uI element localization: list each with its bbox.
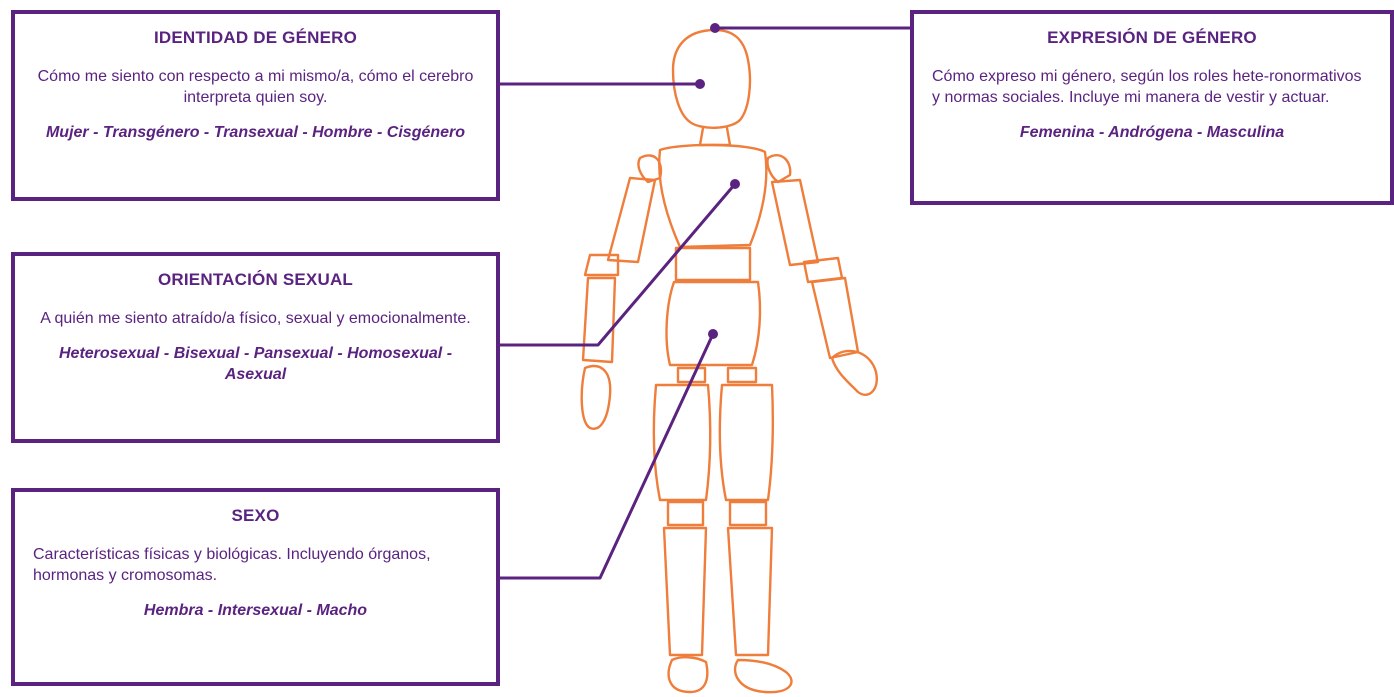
mannequin-left-shin <box>664 528 706 655</box>
mannequin-right-hip-joint <box>728 368 756 382</box>
mannequin-right-foot <box>735 660 791 692</box>
orientacion-examples: Heterosexual - Bisexual - Pansexual - Ho… <box>33 343 478 385</box>
connector-sexo-dot <box>708 329 718 339</box>
sexo-title: SEXO <box>33 506 478 526</box>
mannequin-right-shin <box>728 528 772 655</box>
mannequin-left-upper-arm <box>608 178 655 262</box>
mannequin-left-foot <box>669 657 708 692</box>
expresion-description: Cómo expreso mi género, según los roles … <box>932 66 1372 108</box>
mannequin-left-hand <box>582 366 611 429</box>
connector-identidad-dot <box>695 79 705 89</box>
expresion-de-genero-box: EXPRESIÓN DE GÉNERO Cómo expreso mi géne… <box>910 10 1394 205</box>
mannequin-head <box>673 30 750 128</box>
identidad-description: Cómo me siento con respecto a mi mismo/a… <box>33 66 478 108</box>
orientacion-sexual-box: ORIENTACIÓN SEXUAL A quién me siento atr… <box>11 252 500 443</box>
mannequin-left-knee <box>668 502 703 525</box>
mannequin-right-forearm <box>812 278 858 358</box>
mannequin-left-forearm <box>583 278 615 362</box>
identidad-title: IDENTIDAD DE GÉNERO <box>33 28 478 48</box>
connector-expresion-dot <box>710 23 720 33</box>
mannequin-neck <box>700 128 730 145</box>
sexo-description: Características físicas y biológicas. In… <box>33 544 478 586</box>
connector-orientacion-dot <box>730 179 740 189</box>
mannequin-waist <box>676 248 750 280</box>
mannequin-torso <box>659 145 766 247</box>
mannequin-right-thigh <box>720 385 773 500</box>
mannequin-pelvis <box>667 282 760 365</box>
identidad-examples: Mujer - Transgénero - Transexual - Hombr… <box>33 122 478 143</box>
sexo-box: SEXO Características físicas y biológica… <box>11 488 500 686</box>
mannequin-right-hand <box>832 351 877 395</box>
expresion-examples: Femenina - Andrógena - Masculina <box>932 122 1372 143</box>
identidad-de-genero-box: IDENTIDAD DE GÉNERO Cómo me siento con r… <box>11 10 500 201</box>
mannequin-right-upper-arm <box>772 180 818 265</box>
orientacion-title: ORIENTACIÓN SEXUAL <box>33 270 478 290</box>
expresion-title: EXPRESIÓN DE GÉNERO <box>932 28 1372 48</box>
connector-sexo <box>500 334 713 578</box>
mannequin-figure <box>582 30 877 692</box>
mannequin-right-knee <box>730 502 766 525</box>
orientacion-description: A quién me siento atraído/a físico, sexu… <box>33 308 478 329</box>
sexo-examples: Hembra - Intersexual - Macho <box>33 600 478 621</box>
mannequin-right-shoulder <box>767 155 790 182</box>
mannequin-left-elbow <box>585 255 618 275</box>
